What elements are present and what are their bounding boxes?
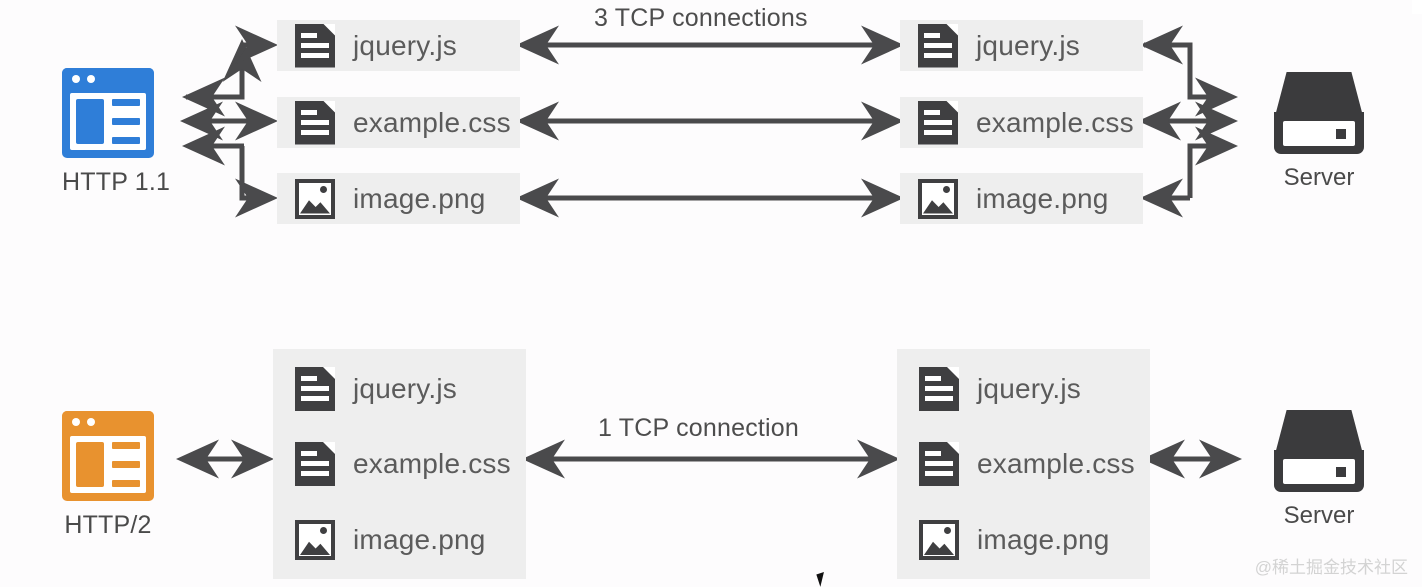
browser-dot-icon [87,75,95,83]
top-right-notch [1412,0,1422,14]
file-name-label: example.css [977,448,1135,479]
file-row-jquery[interactable]: jquery.js [295,367,457,411]
document-icon [918,100,958,145]
file-row-image-png[interactable]: image.png [295,520,486,560]
file-row-example-css[interactable]: example.css [295,442,511,486]
file-box-client-jquery[interactable]: jquery.js [277,20,520,71]
mouse-cursor [816,570,834,587]
caption-1-tcp-connection: 1 TCP connection [598,414,800,442]
browser-block [76,442,104,487]
server-http2: Server [1274,410,1364,530]
watermark: @稀土掘金技术社区 [1254,558,1408,577]
image-icon [295,178,335,219]
browser-content [70,436,146,493]
file-name-label: example.css [353,448,511,479]
file-box-client-example-css[interactable]: example.css [277,97,520,148]
browser-content [70,93,146,150]
document-icon [919,367,959,411]
file-name-label: image.png [977,524,1110,555]
browser-window-icon [62,68,154,158]
file-name-label: jquery.js [353,373,457,404]
image-icon [919,520,959,560]
file-box-client-image-png[interactable]: image.png [277,173,520,224]
image-icon [918,178,958,219]
browser-titlebar [62,68,154,88]
file-box-server-image-png[interactable]: image.png [900,173,1143,224]
client-label-http11: HTTP 1.1 [62,168,171,196]
document-icon [295,367,335,411]
file-row-jquery[interactable]: jquery.js [919,367,1081,411]
document-icon [919,442,959,486]
browser-window-icon [62,411,154,501]
server-icon [1274,72,1364,154]
client-http11: HTTP 1.1 [62,68,171,197]
file-name-label: jquery.js [976,29,1080,61]
file-row-image-png[interactable]: image.png [919,520,1110,560]
browser-dot-icon [72,75,80,83]
document-icon [918,23,958,68]
browser-dot-icon [72,418,80,426]
document-icon [295,100,335,145]
file-name-label: image.png [353,524,486,555]
client-http2: HTTP/2 [62,411,154,540]
browser-titlebar [62,411,154,431]
file-group-client-http2[interactable]: jquery.js example.css image.png [273,349,526,579]
file-row-example-css[interactable]: example.css [919,442,1135,486]
server-icon [1274,410,1364,492]
caption-3-tcp-connections: 3 TCP connections [594,4,808,32]
browser-lines [112,442,140,487]
server-label-http2: Server [1283,502,1355,529]
document-icon [295,442,335,486]
browser-block [76,99,104,144]
file-name-label: image.png [353,182,486,214]
file-name-label: jquery.js [977,373,1081,404]
file-box-server-jquery[interactable]: jquery.js [900,20,1143,71]
file-group-server-http2[interactable]: jquery.js example.css image.png [897,349,1150,579]
browser-lines [112,99,140,144]
file-name-label: jquery.js [353,29,457,61]
image-icon [295,520,335,560]
file-name-label: image.png [976,182,1109,214]
client-label-http2: HTTP/2 [64,511,152,539]
server-http11: Server [1274,72,1364,192]
file-name-label: example.css [353,106,511,138]
document-icon [295,23,335,68]
browser-dot-icon [87,418,95,426]
file-box-server-example-css[interactable]: example.css [900,97,1143,148]
file-name-label: example.css [976,106,1134,138]
server-label-http11: Server [1283,164,1355,191]
